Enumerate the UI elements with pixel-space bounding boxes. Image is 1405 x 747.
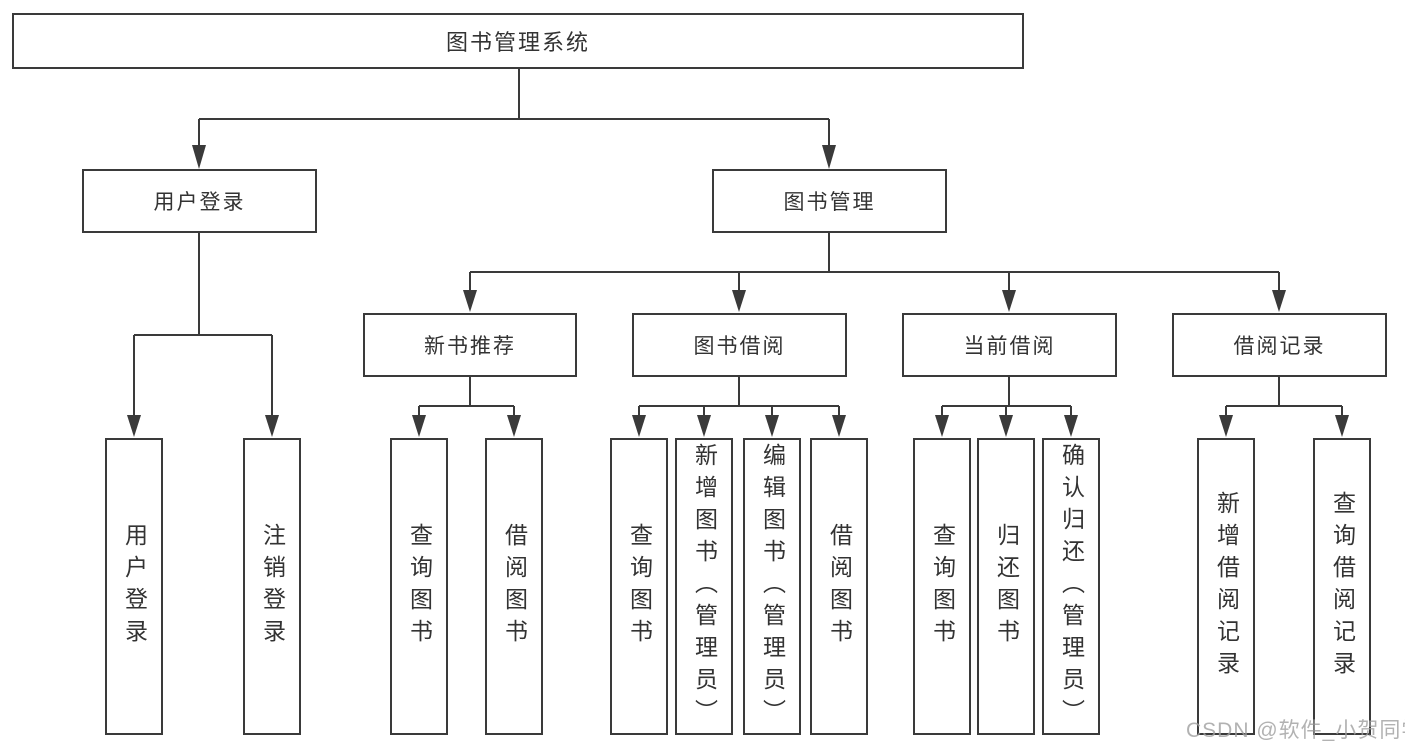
watermark: CSDN @软件_小贺同学 xyxy=(1186,719,1405,742)
leaf-add-books-admin: 新增图书（管理员） xyxy=(675,438,733,735)
node-root: 图书管理系统 xyxy=(12,13,1024,69)
leaf-borrow-books-recommend: 借阅图书 xyxy=(485,438,543,735)
node-book-management: 图书管理 xyxy=(712,169,947,233)
leaf-query-books-recommend: 查询图书 xyxy=(390,438,448,735)
leaf-return-books: 归还图书 xyxy=(977,438,1035,735)
leaf-query-borrow-record: 查询借阅记录 xyxy=(1313,438,1371,735)
leaf-confirm-return-admin: 确认归还（管理员） xyxy=(1042,438,1100,735)
leaf-query-books-borrow: 查询图书 xyxy=(610,438,668,735)
node-new-book-recommend: 新书推荐 xyxy=(363,313,577,377)
node-user-login: 用户登录 xyxy=(82,169,317,233)
leaf-add-borrow-record: 新增借阅记录 xyxy=(1197,438,1255,735)
leaf-edit-books-admin: 编辑图书（管理员） xyxy=(743,438,801,735)
leaf-user-login: 用户登录 xyxy=(105,438,163,735)
leaf-borrow-books: 借阅图书 xyxy=(810,438,868,735)
node-borrow-records: 借阅记录 xyxy=(1172,313,1387,377)
node-book-borrow: 图书借阅 xyxy=(632,313,847,377)
leaf-logout: 注销登录 xyxy=(243,438,301,735)
leaf-query-books-current: 查询图书 xyxy=(913,438,971,735)
node-current-borrow: 当前借阅 xyxy=(902,313,1117,377)
